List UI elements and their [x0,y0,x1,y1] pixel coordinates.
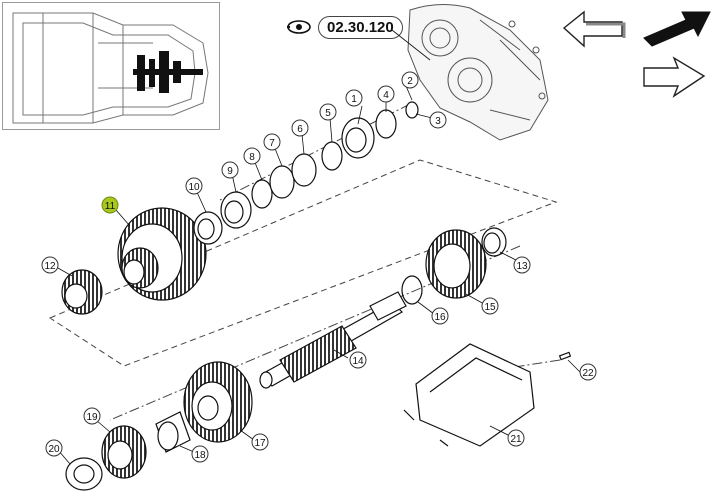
svg-text:18: 18 [194,450,206,461]
svg-text:20: 20 [48,444,60,455]
callout-17[interactable]: 17 [251,433,269,451]
callout-3[interactable]: 3 [429,111,447,129]
housing-outline-thumbnail [12,12,209,124]
eye-icon [287,20,311,34]
callout-14[interactable]: 14 [349,351,367,369]
arrow-right-icon[interactable] [640,6,714,52]
svg-text:5: 5 [325,108,331,119]
callout-2[interactable]: 2 [401,71,419,89]
callout-7[interactable]: 7 [263,133,281,151]
callout-8[interactable]: 8 [243,147,261,165]
svg-text:14: 14 [352,356,364,367]
svg-text:1: 1 [351,94,357,105]
svg-text:13: 13 [516,261,528,272]
svg-text:16: 16 [434,312,446,323]
callout-9[interactable]: 9 [221,161,239,179]
svg-text:8: 8 [249,152,255,163]
svg-text:12: 12 [44,261,56,272]
reference-code[interactable]: 02.30.120 [318,15,403,39]
callout-1[interactable]: 1 [345,89,363,107]
svg-text:19: 19 [86,412,98,423]
svg-text:21: 21 [510,434,522,445]
callout-13[interactable]: 13 [513,256,531,274]
callout-21[interactable]: 21 [507,429,525,447]
callout-16[interactable]: 16 [431,307,449,325]
svg-text:7: 7 [269,138,275,149]
arrow-left-icon[interactable] [562,10,628,50]
svg-text:11: 11 [105,201,116,212]
callout-11[interactable]: 11 [101,196,119,214]
svg-text:15: 15 [484,302,496,313]
callout-22[interactable]: 22 [579,363,597,381]
callout-5[interactable]: 5 [319,103,337,121]
svg-text:9: 9 [227,166,233,177]
callout-18[interactable]: 18 [191,445,209,463]
svg-text:2: 2 [407,76,413,87]
location-thumbnail[interactable] [2,2,220,130]
svg-text:22: 22 [582,368,594,379]
callout-19[interactable]: 19 [83,407,101,425]
callout-10[interactable]: 10 [185,177,203,195]
callout-4[interactable]: 4 [377,85,395,103]
callout-12[interactable]: 12 [41,256,59,274]
callout-6[interactable]: 6 [291,119,309,137]
callout-15[interactable]: 15 [481,297,499,315]
reference-link[interactable]: 02.30.120 [286,14,403,40]
svg-text:6: 6 [297,124,303,135]
svg-text:3: 3 [435,116,441,127]
svg-text:10: 10 [188,182,200,193]
svg-text:4: 4 [383,90,389,101]
callout-20[interactable]: 20 [45,439,63,457]
svg-text:17: 17 [254,438,266,449]
arrow-down-right-icon[interactable] [640,54,710,100]
